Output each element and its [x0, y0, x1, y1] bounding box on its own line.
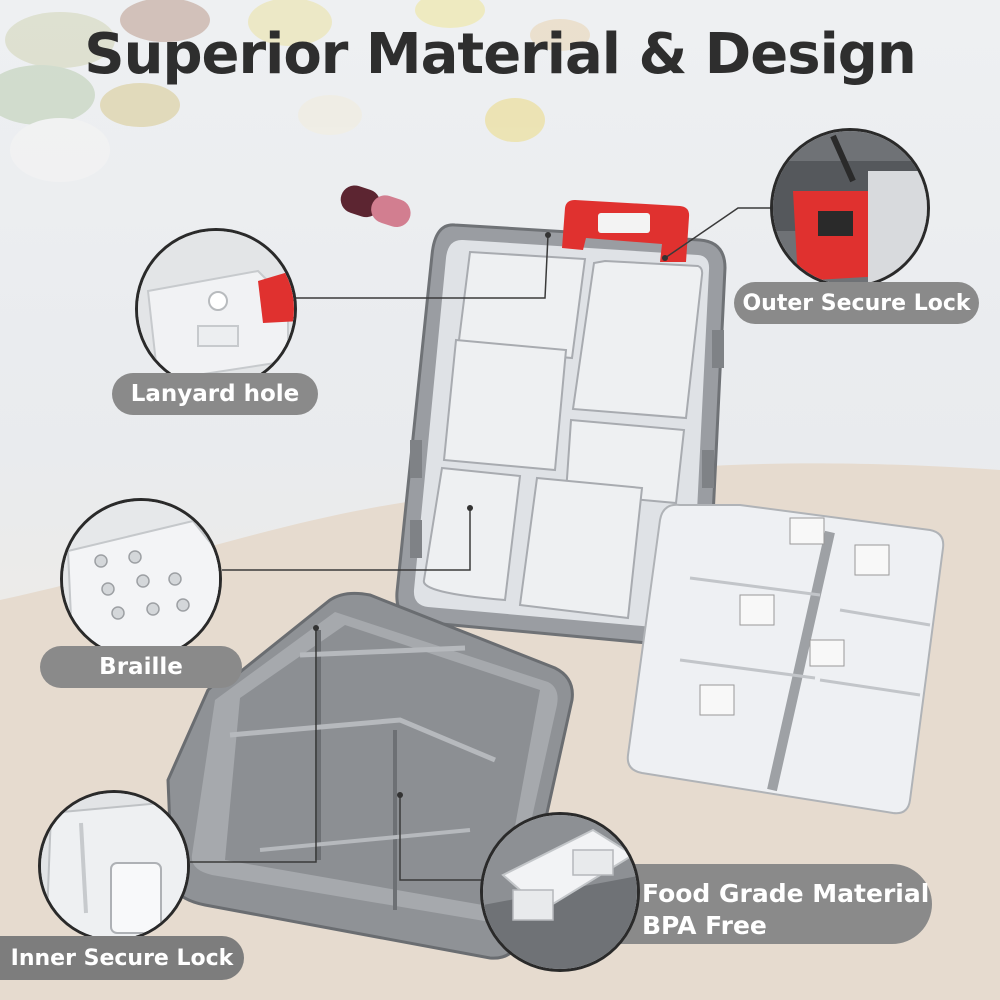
page-title: Superior Material & Design — [84, 22, 917, 87]
lanyard-hole-image — [138, 231, 294, 387]
food-grade-line2: BPA Free — [642, 911, 767, 940]
braille-image — [63, 501, 219, 657]
outer-lock-zoom — [770, 128, 930, 288]
blurred-pills — [0, 0, 590, 182]
inner-secure-lock-label: Inner Secure Lock — [0, 936, 244, 980]
food-grade-image — [483, 815, 637, 969]
food-grade-text: Food Grade Material BPA Free — [642, 878, 929, 942]
lanyard-hole-zoom — [135, 228, 297, 390]
braille-zoom — [60, 498, 222, 660]
lanyard-hole-label: Lanyard hole — [112, 373, 318, 415]
inner-lock-image — [41, 793, 187, 939]
outer-secure-lock-label: Outer Secure Lock — [734, 282, 979, 324]
outer-lock-image — [773, 131, 927, 285]
braille-label: Braille — [40, 646, 242, 688]
food-grade-line1: Food Grade Material — [642, 879, 930, 908]
food-grade-zoom — [480, 812, 640, 972]
capsule — [340, 185, 411, 228]
inner-lock-zoom — [38, 790, 190, 942]
